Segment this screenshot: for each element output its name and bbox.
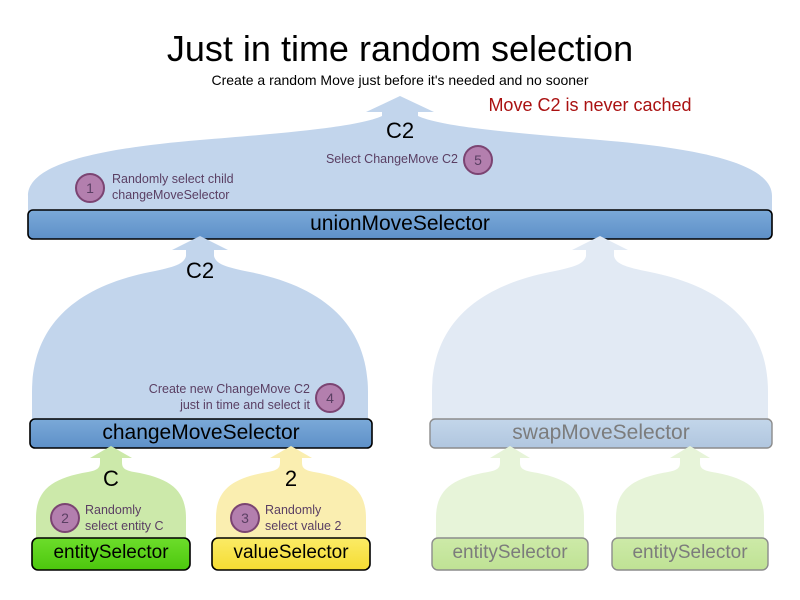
badge-4-label: 4 — [326, 390, 334, 406]
bar-changeMoveSelector-shape — [29, 418, 373, 449]
badge-3-shape — [230, 503, 260, 533]
bar-valueSelector-change-label[interactable]: valueSelector — [233, 542, 349, 563]
page-title: Just in time random selection — [166, 28, 634, 69]
funnel-valueSelector-change-payload: 2 — [284, 466, 298, 491]
funnel-entitySelector-swap-right — [616, 446, 764, 540]
funnel-entitySelector-swap-left — [436, 446, 584, 540]
bar-entitySelector-swap-right-label[interactable]: entitySelector — [632, 542, 748, 563]
funnel-entitySelector-change-payload: C — [103, 466, 119, 491]
bar-entitySelector-swap-left-shape — [431, 537, 589, 571]
bar-entitySelector-change-label[interactable]: entitySelector — [53, 542, 169, 563]
funnel-root-payload: C2 — [385, 118, 415, 143]
funnel-swapMoveSelector — [432, 236, 768, 420]
bar-entitySelector-swap-left-label[interactable]: entitySelector — [452, 542, 568, 563]
annotation-4-line-1: Create new ChangeMove C2 — [148, 382, 310, 396]
bar-swapMoveSelector-label[interactable]: swapMoveSelector — [512, 421, 690, 444]
badge-1-shape — [75, 173, 105, 203]
bar-entitySelector-change-shape — [31, 537, 191, 571]
badge-4-shape — [315, 383, 345, 413]
bar-changeMoveSelector-label[interactable]: changeMoveSelector — [102, 421, 300, 444]
annotation-4-line-2: just in time and select it — [180, 398, 310, 412]
annotation-1-line-1: Randomly select child — [112, 172, 234, 186]
bar-entitySelector-swap-right-shape — [611, 537, 769, 571]
badge-5-label: 5 — [474, 152, 482, 168]
annotation-5-line-1: Select ChangeMove C2 — [325, 152, 458, 166]
badge-5-shape — [463, 145, 493, 175]
funnel-changeMoveSelector — [32, 236, 368, 420]
badge-1-label: 1 — [86, 180, 94, 196]
annotation-1-line-2: changeMoveSelector — [112, 188, 230, 202]
never-cached-note: Move C2 is never cached — [488, 95, 692, 115]
badge-2-label: 2 — [61, 510, 69, 526]
page-subtitle: Create a random Move just before it's ne… — [211, 72, 589, 88]
funnel-root — [28, 96, 772, 212]
badge-3-label: 3 — [241, 510, 249, 526]
bar-unionMoveSelector-label[interactable]: unionMoveSelector — [310, 212, 490, 235]
annotation-2-line-2: select entity C — [85, 519, 164, 533]
annotation-3-line-1: Randomly — [265, 503, 322, 517]
badge-2-shape — [50, 503, 80, 533]
bar-swapMoveSelector-shape — [429, 418, 773, 449]
funnel-changeMoveSelector-payload: C2 — [185, 258, 215, 283]
annotation-2-line-1: Randomly — [85, 503, 142, 517]
bar-unionMoveSelector-shape — [27, 209, 773, 240]
bar-valueSelector-change-shape — [211, 537, 371, 571]
annotation-3-line-2: select value 2 — [265, 519, 342, 533]
